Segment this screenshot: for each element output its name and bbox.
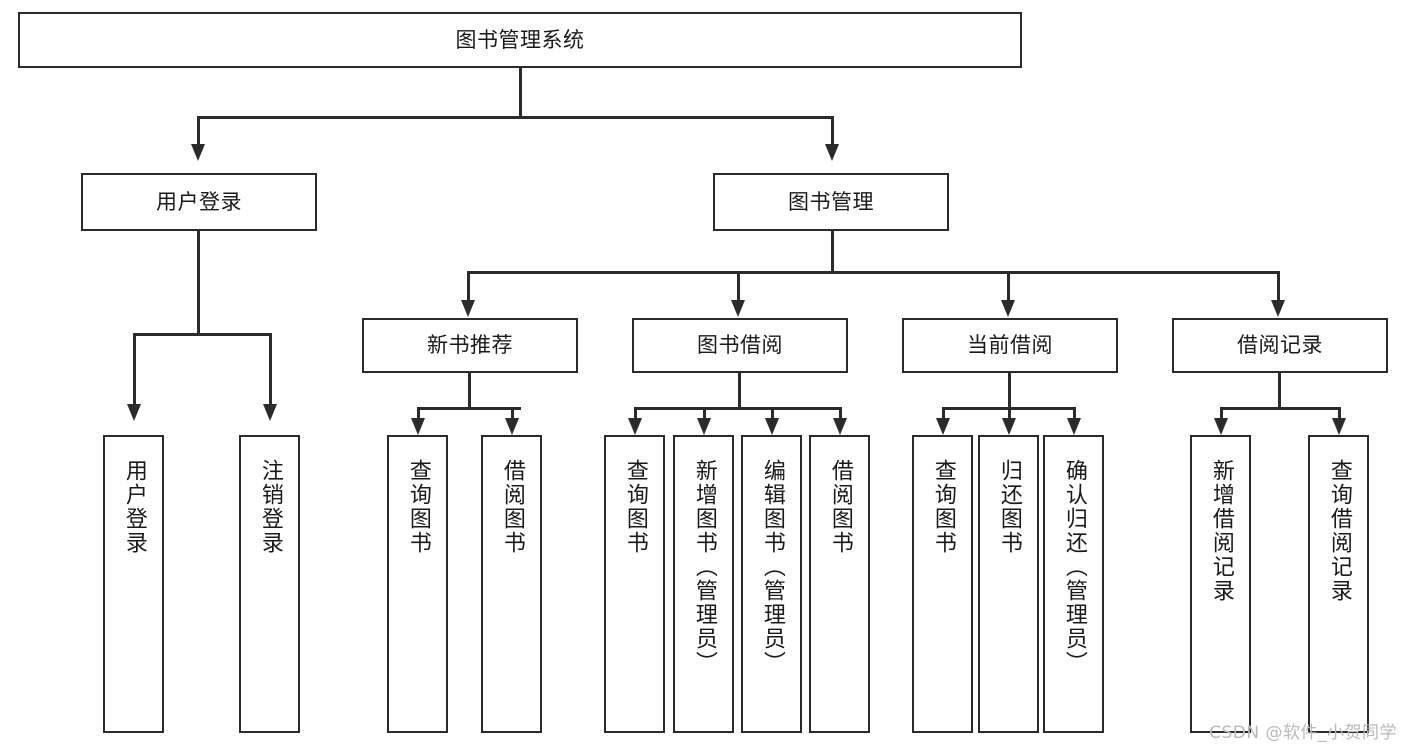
arrowhead-to-user-login bbox=[191, 144, 205, 161]
node-label: 新书推荐 bbox=[427, 333, 513, 358]
connector-to-current-borrow bbox=[1007, 271, 1010, 303]
node-borrow-record[interactable]: 借阅记录 bbox=[1172, 318, 1388, 373]
node-label: 查询图书 bbox=[930, 459, 956, 555]
node-label: 图书管理系统 bbox=[455, 27, 585, 52]
node-root-system[interactable]: 图书管理系统 bbox=[18, 12, 1022, 68]
connector-book-mgmt-stem bbox=[831, 231, 834, 273]
node-current-borrow[interactable]: 当前借阅 bbox=[902, 318, 1118, 373]
connector-to-borrow-record bbox=[1277, 271, 1280, 303]
node-label: 查询借阅记录 bbox=[1326, 459, 1352, 603]
arrowhead-book-borrow-leaf-1 bbox=[628, 418, 642, 435]
arrowhead-book-borrow-leaf-4 bbox=[833, 418, 847, 435]
node-label: 新增借阅记录 bbox=[1208, 459, 1234, 603]
arrowhead-current-borrow-leaf-1 bbox=[936, 418, 950, 435]
leaf-user-logout[interactable]: 注销登录 bbox=[239, 435, 300, 733]
connector-user-login-bus bbox=[133, 333, 272, 336]
connector-borrow-record-stem bbox=[1278, 373, 1281, 409]
arrowhead-to-book-mgmt bbox=[825, 144, 839, 161]
connector-current-borrow-drop-2 bbox=[1008, 407, 1011, 421]
node-label: 查询图书 bbox=[622, 459, 648, 555]
connector-new-book-drop-1 bbox=[417, 407, 420, 421]
leaf-edit-book-admin[interactable]: 编辑图书（管理员） bbox=[741, 435, 802, 733]
node-user-login[interactable]: 用户登录 bbox=[81, 173, 317, 231]
node-label: 编辑图书（管理员） bbox=[759, 459, 785, 675]
connector-book-borrow-drop-4 bbox=[839, 407, 842, 421]
node-label: 用户登录 bbox=[156, 189, 242, 214]
arrowhead-new-book-leaf-2 bbox=[505, 418, 519, 435]
connector-current-borrow-drop-1 bbox=[942, 407, 945, 421]
arrowhead-to-new-book bbox=[461, 300, 475, 317]
connector-level3-bus bbox=[467, 271, 1279, 274]
connector-book-borrow-stem bbox=[738, 373, 741, 409]
node-book-management[interactable]: 图书管理 bbox=[713, 173, 949, 231]
leaf-confirm-return-admin[interactable]: 确认归还（管理员） bbox=[1043, 435, 1104, 733]
leaf-query-book-borrow[interactable]: 查询图书 bbox=[604, 435, 665, 733]
connector-new-book-bus bbox=[417, 407, 521, 410]
node-label: 查询图书 bbox=[405, 459, 431, 555]
leaf-borrow-book[interactable]: 借阅图书 bbox=[809, 435, 870, 733]
connector-to-user-login bbox=[197, 116, 200, 147]
arrowhead-user-login-leaf-2 bbox=[263, 404, 277, 421]
arrowhead-current-borrow-leaf-3 bbox=[1067, 418, 1081, 435]
node-label: 注销登录 bbox=[257, 459, 283, 555]
node-book-borrow[interactable]: 图书借阅 bbox=[632, 318, 848, 373]
connector-borrow-record-drop-1 bbox=[1220, 407, 1223, 421]
leaf-user-login[interactable]: 用户登录 bbox=[103, 435, 164, 733]
node-label: 新增图书（管理员） bbox=[691, 459, 717, 675]
connector-book-borrow-drop-1 bbox=[634, 407, 637, 421]
leaf-query-book-recommend[interactable]: 查询图书 bbox=[387, 435, 448, 733]
connector-current-borrow-stem bbox=[1008, 373, 1011, 409]
leaf-borrow-book-recommend[interactable]: 借阅图书 bbox=[481, 435, 542, 733]
node-label: 图书管理 bbox=[788, 189, 874, 214]
leaf-query-borrow-record[interactable]: 查询借阅记录 bbox=[1308, 435, 1369, 733]
connector-user-login-drop-2 bbox=[269, 333, 272, 407]
arrowhead-borrow-record-leaf-1 bbox=[1214, 418, 1228, 435]
arrowhead-to-borrow-record bbox=[1271, 300, 1285, 317]
arrowhead-user-login-leaf-1 bbox=[127, 404, 141, 421]
arrowhead-to-current-borrow bbox=[1001, 300, 1015, 317]
node-label: 借阅记录 bbox=[1237, 333, 1323, 358]
connector-user-login-drop-1 bbox=[133, 333, 136, 407]
node-label: 归还图书 bbox=[996, 459, 1022, 555]
node-new-book-recommend[interactable]: 新书推荐 bbox=[362, 318, 578, 373]
connector-to-book-mgmt bbox=[831, 116, 834, 147]
arrowhead-new-book-leaf-1 bbox=[411, 418, 425, 435]
node-label: 借阅图书 bbox=[499, 459, 525, 555]
leaf-query-book-current[interactable]: 查询图书 bbox=[912, 435, 973, 733]
arrowhead-borrow-record-leaf-2 bbox=[1332, 418, 1346, 435]
arrowhead-book-borrow-leaf-2 bbox=[697, 418, 711, 435]
node-label: 图书借阅 bbox=[697, 333, 783, 358]
connector-book-borrow-drop-2 bbox=[703, 407, 706, 421]
leaf-add-borrow-record[interactable]: 新增借阅记录 bbox=[1190, 435, 1251, 733]
node-label: 确认归还（管理员） bbox=[1061, 459, 1087, 675]
connector-to-new-book bbox=[467, 271, 470, 303]
connector-book-borrow-bus bbox=[634, 407, 842, 410]
arrowhead-to-book-borrow bbox=[731, 300, 745, 317]
connector-user-login-stem bbox=[197, 231, 200, 335]
connector-book-borrow-drop-3 bbox=[771, 407, 774, 421]
connector-borrow-record-bus bbox=[1220, 407, 1338, 410]
node-label: 借阅图书 bbox=[827, 459, 853, 555]
connector-new-book-drop-2 bbox=[511, 407, 514, 421]
connector-new-book-stem bbox=[468, 373, 471, 409]
connector-root-stem bbox=[519, 68, 522, 118]
connector-borrow-record-drop-2 bbox=[1338, 407, 1341, 421]
node-label: 当前借阅 bbox=[967, 333, 1053, 358]
node-label: 用户登录 bbox=[121, 459, 147, 555]
arrowhead-current-borrow-leaf-2 bbox=[1002, 418, 1016, 435]
connector-to-book-borrow bbox=[737, 271, 740, 303]
leaf-add-book-admin[interactable]: 新增图书（管理员） bbox=[673, 435, 734, 733]
arrowhead-book-borrow-leaf-3 bbox=[765, 418, 779, 435]
connector-level2-bus bbox=[197, 116, 834, 119]
connector-current-borrow-drop-3 bbox=[1073, 407, 1076, 421]
leaf-return-book[interactable]: 归还图书 bbox=[978, 435, 1039, 733]
